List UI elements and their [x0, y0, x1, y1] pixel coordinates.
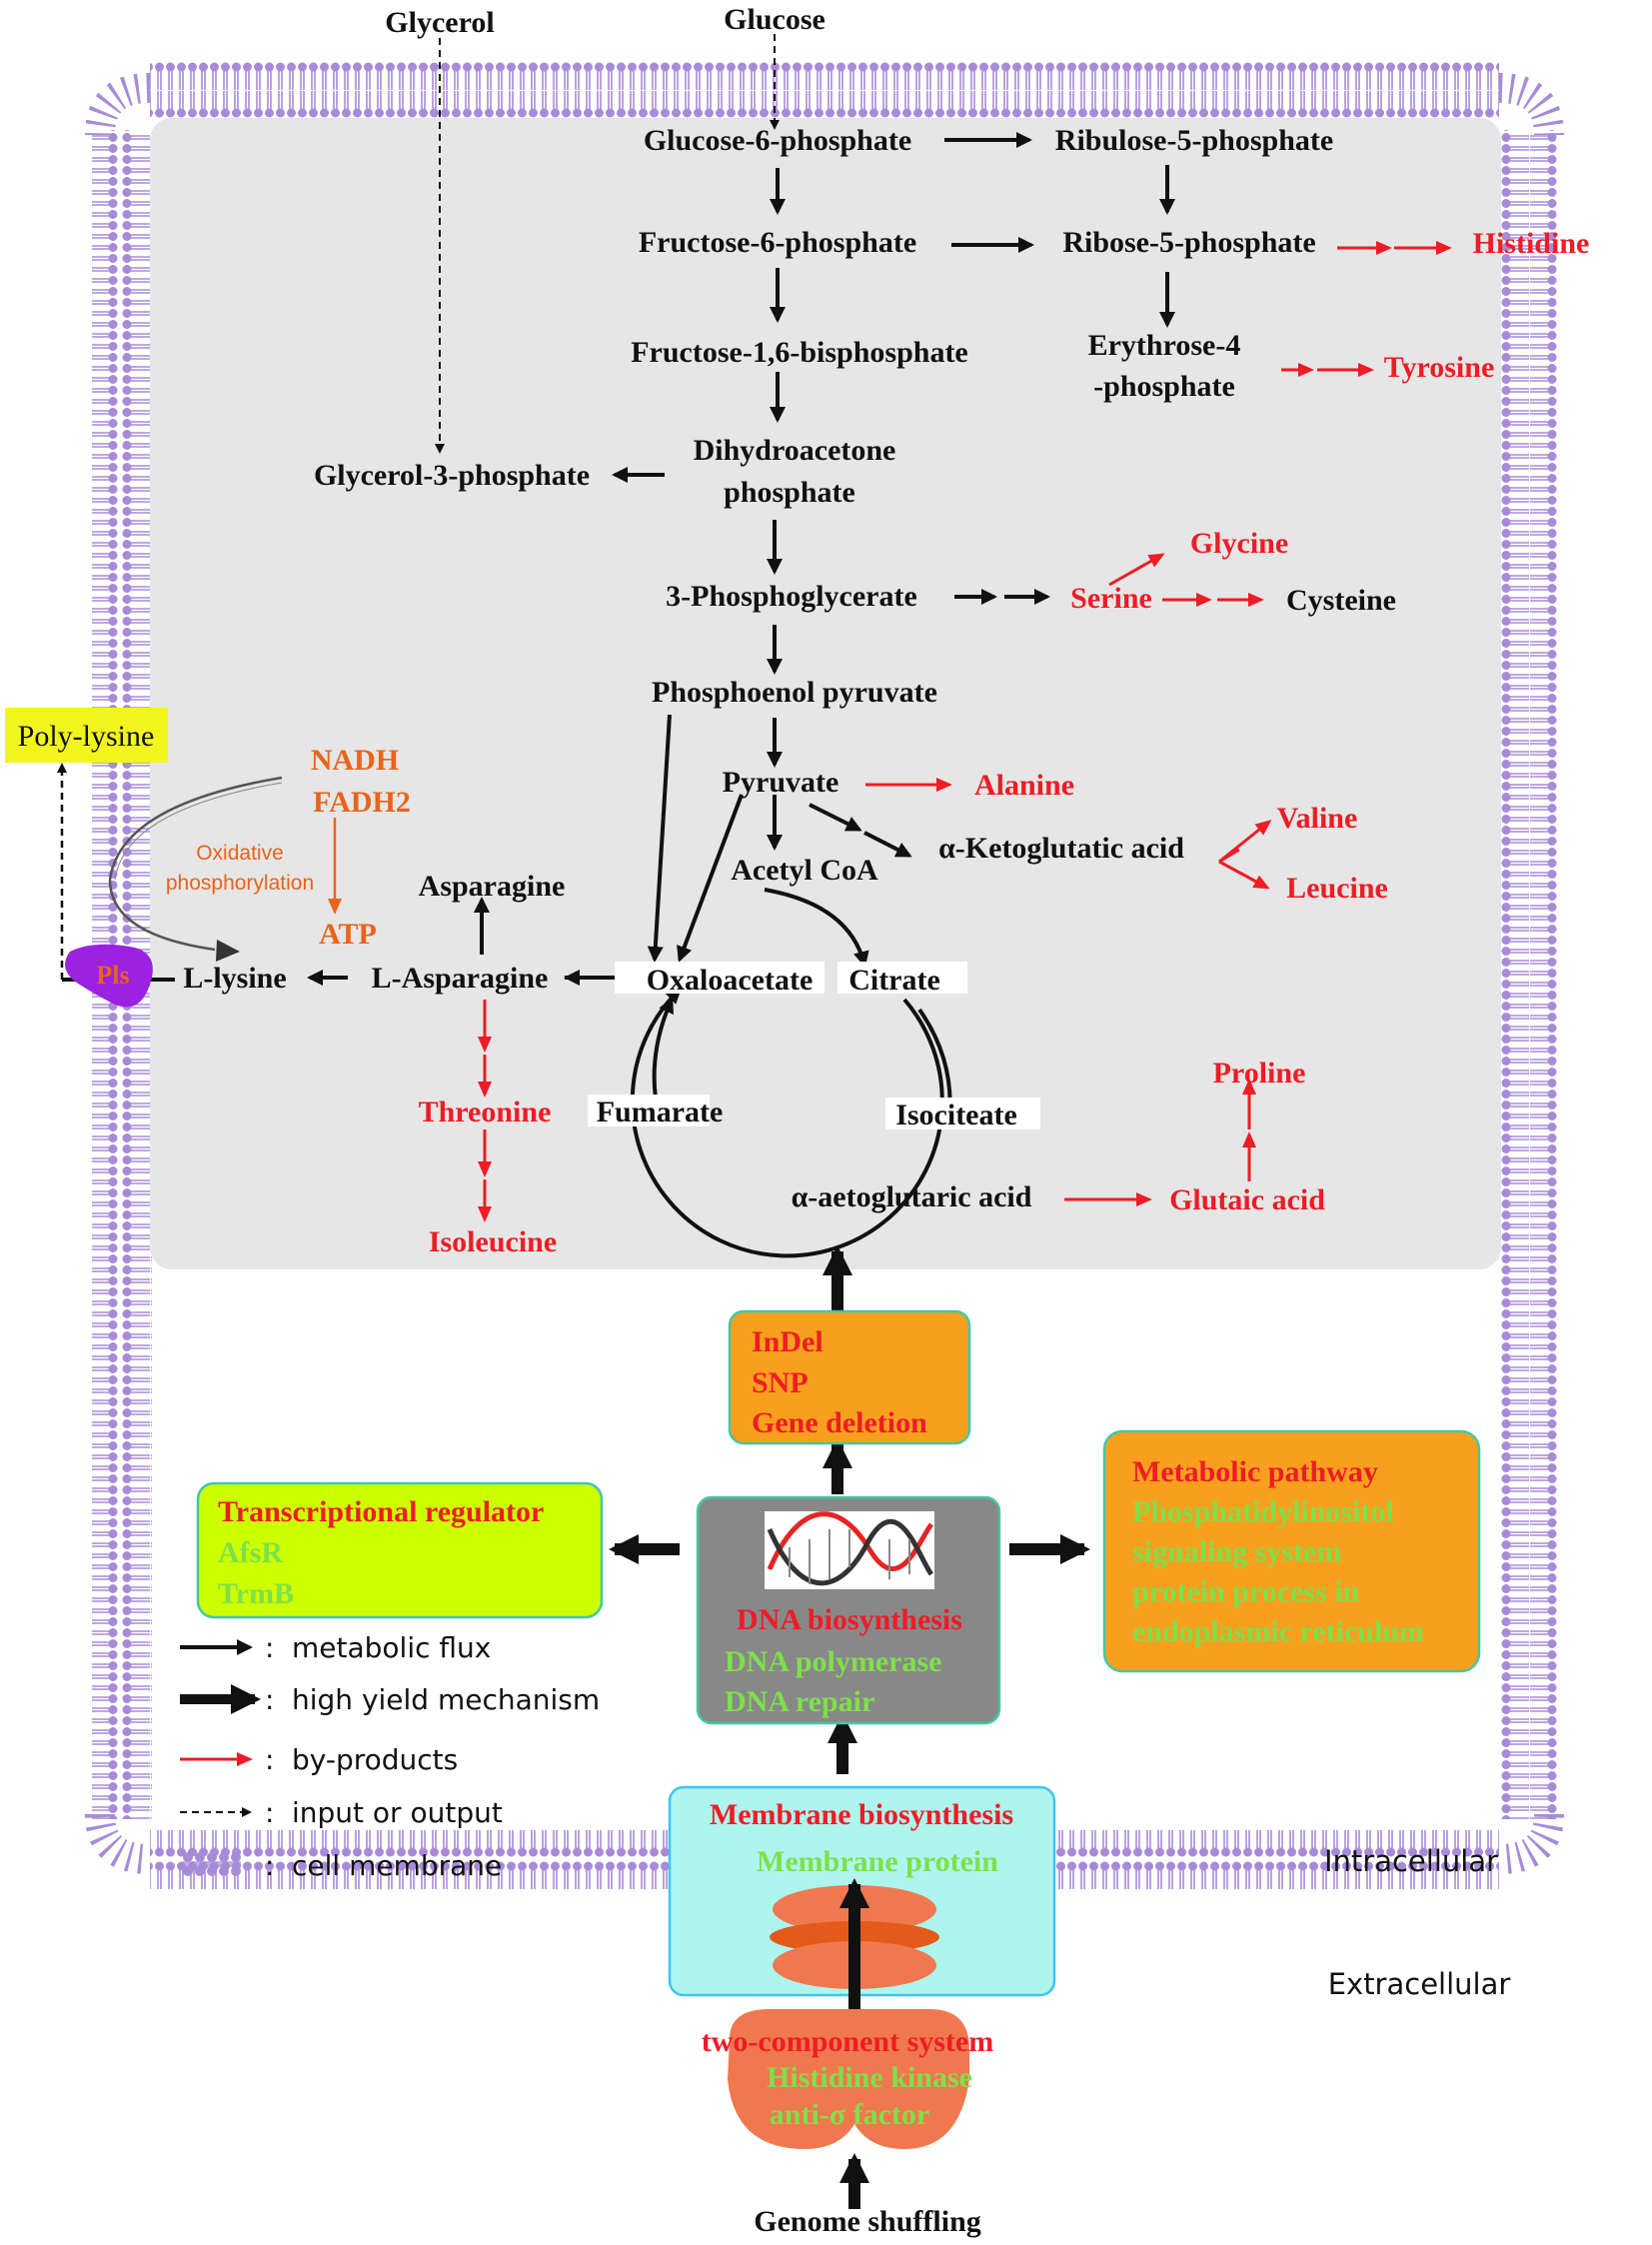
polylysine-box: [5, 708, 168, 763]
genome-shuffling-label: Genome shuffling: [754, 2205, 981, 2238]
glutamic-label: Glutaic acid: [1169, 1183, 1325, 1216]
metabolic-line1: Phosphatidylinositol: [1132, 1495, 1394, 1528]
anti-sigma-label: anti-σ factor: [770, 2098, 929, 2131]
dhap-label-1: Dihydroacetone: [694, 434, 896, 467]
metabolic-line2: signaling system: [1132, 1535, 1341, 1568]
membrane-title: Membrane biosynthesis: [710, 1798, 1013, 1831]
metabolic-title: Metabolic pathway: [1132, 1455, 1378, 1488]
histidine-kinase-label: Histidine kinase: [767, 2061, 972, 2094]
oxidative-phosphorylation-curve: [108, 776, 283, 952]
dna-repair-label: DNA repair: [725, 1685, 874, 1718]
nadh-label: NADH: [311, 744, 399, 777]
twocomp-title: two-component system: [702, 2025, 993, 2058]
cytoplasm-region: [150, 118, 1501, 1269]
dna-box: DNA biosynthesis DNA polymerase DNA repa…: [696, 1495, 1001, 1725]
legend-cell-membrane-symbol: [183, 1852, 241, 1876]
aakg-label: α-aetoglutaric acid: [792, 1180, 1032, 1213]
legend-cell-membrane: cell membrane: [292, 1849, 502, 1882]
tyrosine-label: Tyrosine: [1384, 351, 1495, 384]
threonine-label: Threonine: [419, 1096, 552, 1128]
legend-sep-2: :: [265, 1683, 274, 1716]
histidine-label: Histidine: [1473, 227, 1590, 260]
oxphos-label-1: Oxidative: [196, 842, 284, 865]
oxidative-curve-arrowhead: [216, 940, 240, 962]
legend-sep-5: :: [265, 1849, 274, 1882]
mutation-box: InDel SNP Gene deletion: [728, 1309, 971, 1445]
legend: : metabolic flux : high yield mechanism …: [180, 1631, 600, 1882]
legend-sep-1: :: [265, 1631, 274, 1664]
extracellular-label: Extracellular: [1328, 1967, 1511, 2001]
glycine-label: Glycine: [1190, 527, 1288, 560]
glycerol-label: Glycerol: [385, 6, 494, 39]
gene-deletion-label: Gene deletion: [752, 1406, 927, 1439]
oxphos-label-2: phosphorylation: [166, 872, 314, 895]
glucose-label: Glucose: [724, 3, 826, 36]
two-component-protein: two-component system Histidine kinase an…: [702, 2009, 993, 2149]
indel-label: InDel: [752, 1325, 824, 1358]
pg3-label: 3-Phosphoglycerate: [666, 580, 917, 613]
atp-label: ATP: [319, 918, 377, 951]
isocitrate-label: Isociteate: [895, 1099, 1017, 1131]
asparagine-label: Asparagine: [419, 870, 566, 903]
r5p-label: Ribose-5-phosphate: [1062, 226, 1315, 259]
l-asparagine-label: L-Asparagine: [372, 962, 549, 995]
fumarate-label: Fumarate: [597, 1096, 724, 1128]
high-yield-arrows: [609, 1245, 1090, 2209]
legend-high-yield: high yield mechanism: [292, 1683, 600, 1716]
proline-label: Proline: [1213, 1057, 1306, 1090]
byproduct-arrows: [478, 241, 1452, 1222]
citrate-label: Citrate: [848, 964, 940, 997]
g6p-label: Glucose-6-phosphate: [644, 124, 911, 157]
dna-polymerase-label: DNA polymerase: [725, 1645, 941, 1678]
legend-by-products: by-products: [292, 1743, 458, 1776]
f6p-label: Fructose-6-phosphate: [639, 226, 916, 259]
energy-labels: NADH FADH2 Oxidative phosphorylation ATP: [166, 744, 411, 951]
l-lysine-label: L-lysine: [183, 962, 286, 995]
metabolic-box: Metabolic pathway Phosphatidylinositol s…: [1102, 1429, 1481, 1673]
f16bp-label: Fructose-1,6-bisphosphate: [631, 336, 968, 369]
metabolic-line3: protein process in: [1132, 1575, 1360, 1608]
metabolite-labels: Glycerol Glucose Glucose-6-phosphate Rib…: [183, 3, 1396, 1213]
afsr-label: AfsR: [218, 1536, 283, 1569]
membrane-box: Membrane biosynthesis Membrane protein: [668, 1785, 1056, 1997]
snp-label: SNP: [752, 1366, 809, 1399]
dna-title: DNA biosynthesis: [737, 1603, 962, 1636]
byproduct-labels: Histidine Tyrosine Glycine Serine Alanin…: [419, 227, 1590, 1258]
legend-sep-3: :: [265, 1743, 274, 1776]
legend-sep-4: :: [265, 1796, 274, 1829]
leucine-label: Leucine: [1286, 872, 1388, 905]
valine-label: Valine: [1277, 802, 1358, 835]
alanine-label: Alanine: [974, 769, 1074, 802]
polylysine-label: Poly-lysine: [18, 720, 155, 753]
g3p-label: Glycerol-3-phosphate: [314, 459, 590, 492]
membrane-protein-label: Membrane protein: [757, 1845, 998, 1878]
acetylcoa-label: Acetyl CoA: [731, 854, 878, 887]
trmb-label: TrmB: [218, 1577, 294, 1610]
legend-input-output: input or output: [292, 1796, 503, 1829]
e4p-label-2: -phosphate: [1093, 370, 1235, 403]
transcription-box: Transcriptional regulator AfsR TrmB: [196, 1481, 604, 1619]
pls-transporter: [65, 944, 153, 1008]
fadh2-label: FADH2: [313, 786, 411, 819]
transcription-title: Transcriptional regulator: [218, 1495, 544, 1528]
pls-label: Pls: [96, 961, 129, 990]
akg-label: α-Ketoglutatic acid: [938, 832, 1184, 865]
oxaloacetate-label: Oxaloacetate: [647, 964, 814, 997]
e4p-label-1: Erythrose-4: [1088, 329, 1241, 362]
pep-label: Phosphoenol pyruvate: [652, 676, 937, 709]
intracellular-label: Intracellular: [1324, 1844, 1498, 1878]
cysteine-label: Cysteine: [1286, 584, 1396, 617]
ru5p-label: Ribulose-5-phosphate: [1055, 124, 1333, 157]
metabolic-line4: endoplasmic reticulum: [1132, 1615, 1424, 1648]
isoleucine-label: Isoleucine: [429, 1225, 557, 1258]
legend-metabolic-flux: metabolic flux: [292, 1631, 491, 1664]
dhap-label-2: phosphate: [724, 476, 855, 509]
serine-label: Serine: [1070, 582, 1152, 615]
metabolic-flux-arrows: [307, 132, 1175, 986]
pyruvate-label: Pyruvate: [723, 766, 839, 799]
